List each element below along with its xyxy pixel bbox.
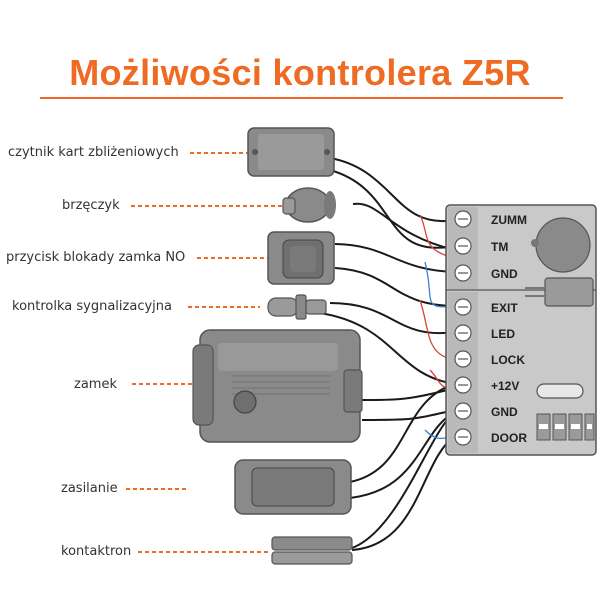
push-button-icon [267, 231, 335, 285]
label-reed-switch: kontaktron [61, 544, 132, 559]
onboard-buzzer [535, 217, 591, 273]
terminal-12v: +12V [491, 379, 520, 393]
label-lock: zamek [74, 377, 117, 392]
card-reader-icon [247, 127, 335, 177]
controller-board [445, 204, 597, 456]
terminal-gnd-1: GND [491, 267, 518, 281]
reed-switch-icon [271, 536, 353, 565]
power-supply-icon [234, 459, 352, 515]
indicator-led-icon [267, 294, 327, 320]
page-title: Możliwości kontrolera Z5R [69, 52, 531, 93]
label-lock-button: przycisk blokady zamka NO [6, 250, 186, 265]
terminal-door: DOOR [491, 431, 527, 445]
terminal-lock: LOCK [491, 353, 525, 367]
board-connector [536, 383, 584, 399]
lock-icon [192, 329, 363, 443]
title-underline [40, 97, 563, 99]
terminal-led: LED [491, 327, 515, 341]
terminal-tm: TM [491, 240, 509, 254]
buzzer-icon [282, 187, 336, 223]
label-buzzer: brzęczyk [62, 198, 120, 213]
terminal-zumm: ZUMM [491, 213, 527, 227]
label-card-reader: czytnik kart zbliżeniowych [8, 145, 179, 160]
label-power-supply: zasilanie [61, 481, 118, 496]
leader-lines [126, 152, 283, 553]
relay [544, 277, 594, 307]
label-indicator: kontrolka sygnalizacyjna [12, 299, 172, 314]
terminal-exit: EXIT [491, 301, 518, 315]
terminal-gnd-2: GND [491, 405, 518, 419]
